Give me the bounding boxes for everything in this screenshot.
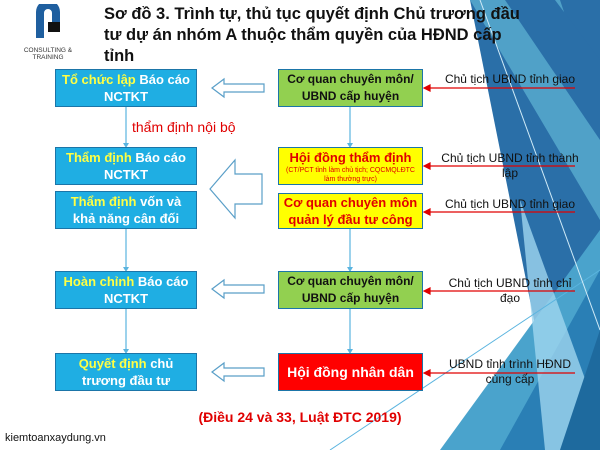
side-label: UBND tỉnh trình HĐND cùng cấp — [448, 357, 572, 386]
legal-reference: (Điều 24 và 33, Luật ĐTC 2019) — [198, 409, 402, 425]
appraisal-council-note: (CT/PCT tỉnh làm chủ tịch; CQCMQLĐTC làm… — [285, 166, 415, 183]
step-prepare-report: Tổ chức lập Báo cáo NCTKT — [55, 69, 197, 107]
logo-mark-icon — [36, 0, 60, 38]
box-appraisal-council: Hội đồng thẩm định (CT/PCT tỉnh làm chủ … — [278, 147, 423, 185]
website-link[interactable]: kiemtoanxaydung.vn — [5, 432, 106, 444]
side-label: Chủ tịch UBND tỉnh chỉ đạo — [448, 276, 572, 305]
box-public-investment-agency: Cơ quan chuyên môn quản lý đầu tư công — [278, 193, 423, 229]
side-label: Chủ tịch UBND tỉnh giao — [444, 72, 576, 86]
hollow-arrow-left — [211, 77, 265, 99]
logo-caption: CONSULTING & TRAINING — [23, 47, 73, 61]
side-label: Chủ tịch UBND tỉnh giao — [444, 197, 576, 211]
box-district-agency: Cơ quan chuyên môn/ UBND cấp huyện — [278, 69, 423, 107]
hollow-arrow-left — [211, 361, 265, 383]
internal-appraisal-note: thẩm định nội bộ — [132, 119, 236, 135]
side-label: Chủ tịch UBND tỉnh thành lập — [441, 151, 579, 180]
step-decide-policy: Quyết định chủ trương đầu tư — [55, 353, 197, 391]
appraisal-council-label: Hội đồng thẩm định — [289, 149, 412, 165]
big-hollow-arrow-left — [209, 158, 263, 220]
box-district-agency-2: Cơ quan chuyên môn/ UBND cấp huyện — [278, 271, 423, 309]
page-title: Sơ đồ 3. Trình tự, thủ tục quyết định Ch… — [104, 5, 520, 65]
hollow-arrow-left — [211, 278, 265, 300]
step-appraise-report: Thẩm định Báo cáo NCTKT — [55, 147, 197, 185]
step-finalize-report: Hoàn chỉnh Báo cáo NCTKT — [55, 271, 197, 309]
step-appraise-capital: Thẩm định vốn và khả năng cân đối — [55, 191, 197, 229]
logo: CONSULTING & TRAINING — [8, 0, 88, 61]
box-peoples-council: Hội đồng nhân dân — [278, 353, 423, 391]
